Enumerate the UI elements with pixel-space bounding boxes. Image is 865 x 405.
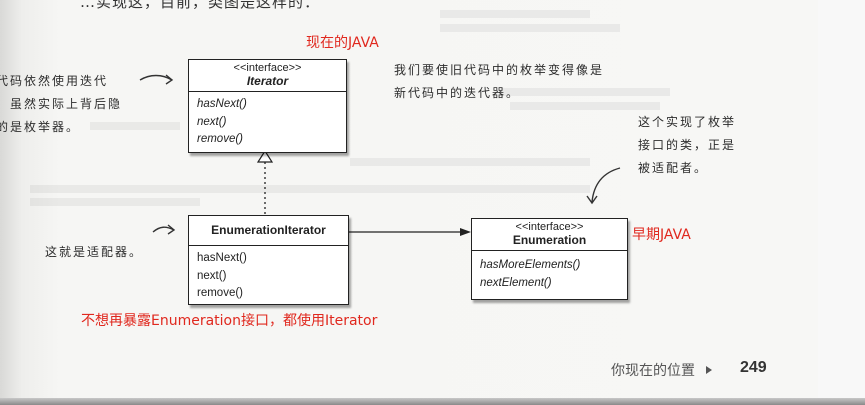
method: next() bbox=[197, 269, 227, 282]
top-cut-text: …实现这，目前，类图是这样的： bbox=[80, 0, 321, 11]
method: hasNext() bbox=[197, 98, 247, 110]
method: remove() bbox=[197, 133, 244, 145]
early-java-label: 早期JAVA bbox=[632, 227, 691, 243]
bleed-through bbox=[30, 198, 200, 206]
bleed-through bbox=[350, 158, 590, 166]
bleed-through bbox=[510, 102, 660, 110]
method: hasNext() bbox=[197, 252, 247, 264]
bleed-through bbox=[90, 122, 180, 130]
page-margin bbox=[818, 0, 865, 405]
annotation-left-mid: 这就是适配器。 bbox=[45, 245, 144, 259]
pointer-arrow-right bbox=[591, 167, 621, 203]
iterator-interface-box: <<interface>> Iterator hasNext() next() … bbox=[188, 59, 347, 153]
annotation-right-mid: 这个实现了枚举 接口的类，正是 被适配者。 bbox=[638, 115, 737, 175]
section-title: 你现在的位置 bbox=[611, 363, 695, 379]
page-bottom-edge bbox=[0, 398, 865, 405]
enumeration-iterator-class-box: EnumerationIterator hasNext() next() rem… bbox=[188, 215, 349, 305]
annotation-right-top: 我们要使旧代码中的枚举变得像是 新代码中的迭代器。 bbox=[394, 63, 605, 100]
method: hasMoreElements() bbox=[480, 259, 581, 271]
bleed-through bbox=[500, 88, 670, 96]
stereotype-label: <<interface>> bbox=[233, 62, 302, 74]
annotation-left-top: 新代码依然使用迭代 器，虽然实际上背后隐 藏的是枚举器。 bbox=[0, 74, 123, 134]
bleed-through bbox=[440, 10, 590, 18]
method: nextElement() bbox=[480, 276, 552, 289]
bleed-through bbox=[440, 24, 620, 32]
realization-arrowhead bbox=[256, 149, 274, 163]
method: remove() bbox=[197, 287, 244, 299]
class-name: EnumerationIterator bbox=[211, 223, 326, 237]
class-name: Iterator bbox=[246, 74, 289, 88]
current-java-label: 现在的JAVA bbox=[306, 35, 379, 51]
section-arrow-icon bbox=[706, 366, 712, 374]
enumeration-interface-box: <<interface>> Enumeration hasMoreElement… bbox=[471, 218, 628, 300]
stereotype-label: <<interface>> bbox=[515, 221, 584, 233]
class-name: Enumeration bbox=[512, 233, 587, 247]
method: next() bbox=[197, 115, 227, 128]
bleed-through bbox=[30, 185, 590, 193]
association-arrowhead bbox=[460, 228, 471, 236]
book-page bbox=[0, 0, 818, 400]
page-number: 249 bbox=[740, 359, 767, 376]
no-expose-note: 不想再暴露Enumeration接口，都使用Iterator bbox=[81, 313, 378, 329]
